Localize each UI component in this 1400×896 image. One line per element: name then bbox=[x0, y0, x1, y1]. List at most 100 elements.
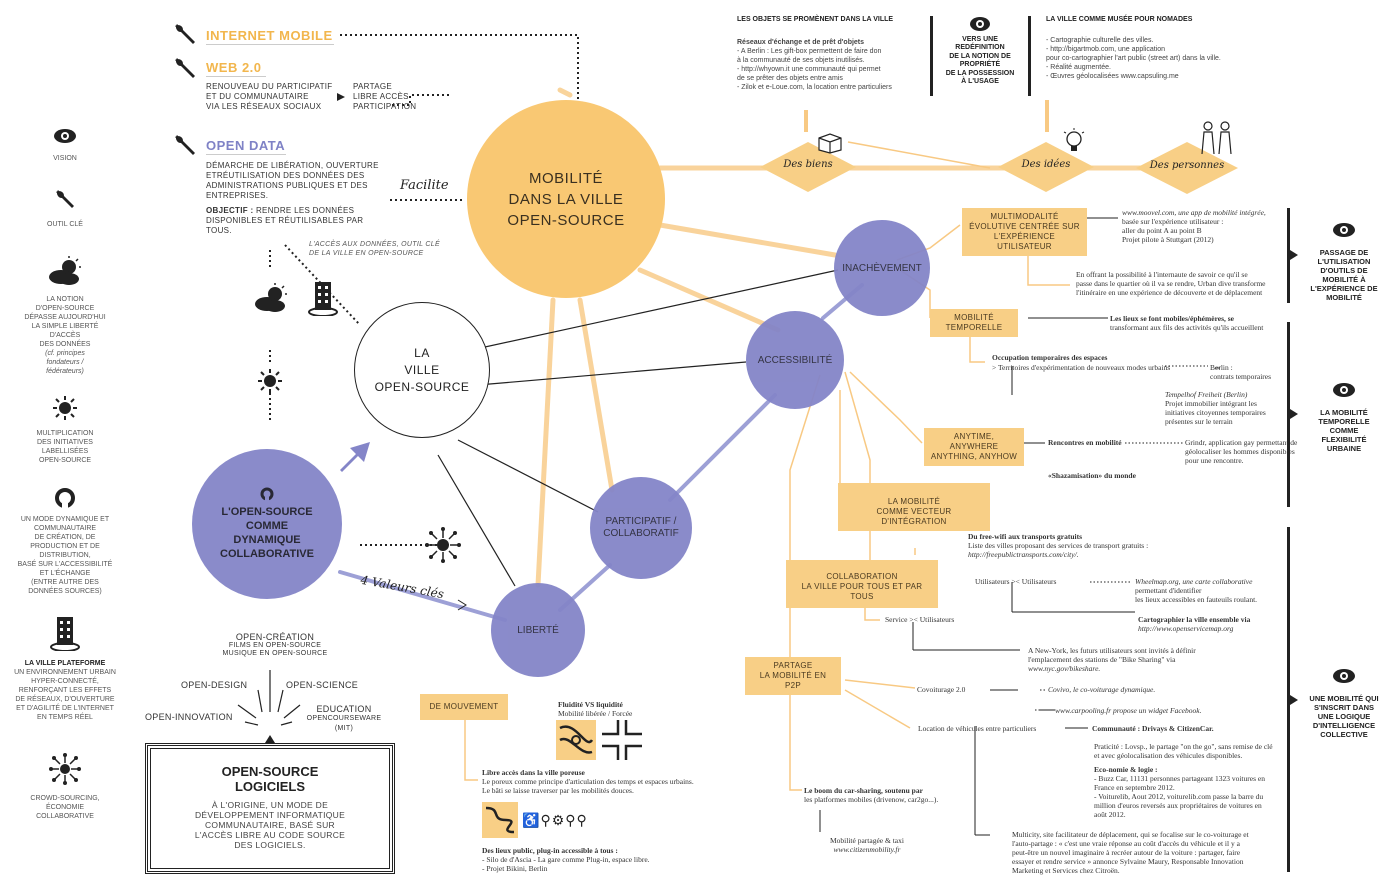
communaute-note: Communauté : Drivays & CitizenCar. bbox=[1092, 724, 1214, 733]
cloud-sun-icon bbox=[255, 283, 287, 312]
moovel-line: Projet pilote à Stuttgart (2012) bbox=[1122, 235, 1214, 244]
newyork-line: l'emplacement des stations de "Bike Shar… bbox=[1028, 655, 1176, 664]
multiplication-line: DES INITIATIVES bbox=[37, 439, 93, 446]
liberte-circle: LIBERTÉ bbox=[491, 583, 585, 677]
vers-line: À L'USAGE bbox=[961, 78, 999, 85]
urban-note: En offrant la possibilité à l'internaute… bbox=[1076, 270, 1266, 297]
notion-line: DÉPASSE AUJOURD'HUI bbox=[24, 314, 106, 321]
passage-line: MOBILITÉ bbox=[1326, 293, 1362, 302]
multicity-line: peut-être un nouvel imaginaire à recréer… bbox=[1012, 848, 1241, 857]
carpooling-note: www.carpooling.fr propose un widget Face… bbox=[1055, 706, 1202, 715]
separator-bar bbox=[1287, 208, 1290, 303]
partage-line: PARTICIPATION bbox=[353, 102, 417, 111]
cloud-sun-icon bbox=[49, 256, 81, 285]
multimodalite-line: ÉVOLUTIVE CENTRÉE SUR bbox=[969, 222, 1080, 231]
ville-circle: LA VILLE OPEN-SOURCE bbox=[354, 302, 490, 438]
free-wifi-line: Liste des villes proposant des services … bbox=[968, 541, 1149, 550]
urban-line: passe dans le quartier où il va se rendr… bbox=[1076, 279, 1266, 288]
open-data-desc: DÉMARCHE DE LIBÉRATION, OUVERTURE ETRÉUT… bbox=[206, 161, 379, 236]
personnes-label: Des personnes bbox=[1149, 160, 1225, 171]
skate-icon: ⚲ bbox=[576, 812, 588, 828]
economie-line: - Voiturelib, Aout 2012, voiturelib.com … bbox=[1094, 792, 1264, 801]
mobilite-line: OPEN-SOURCE bbox=[507, 211, 625, 229]
grindr-line: Grindr, application gay permettant de bbox=[1185, 438, 1298, 447]
wheelchair-icon: ♿ bbox=[522, 812, 541, 828]
mobilite-taxi-line: Mobilité partagée & taxi bbox=[830, 836, 904, 845]
anytime-tag: ANYTIME, ANYWHERE ANYTHING, ANYHOW bbox=[924, 428, 1024, 466]
multicity-line: Multicity, site facilitateur de déplacem… bbox=[1012, 830, 1249, 839]
crowd-line: COLLABORATIVE bbox=[36, 813, 94, 820]
grindr-line: géolocaliser les hommes disponibles bbox=[1185, 447, 1295, 456]
carsharing-line: les platformes mobiles (drivenow, car2go… bbox=[804, 795, 939, 804]
objets-sub: Réseaux d'échange et de prêt d'objets bbox=[737, 39, 865, 46]
wrench-icon bbox=[175, 135, 195, 155]
arrow-right-icon bbox=[1290, 695, 1298, 705]
biens-label: Des biens bbox=[783, 159, 833, 170]
network-icon bbox=[425, 527, 461, 563]
flow-icon bbox=[556, 720, 596, 760]
objets-line: - Zilok et e-Loue.com, la location entre… bbox=[737, 84, 892, 91]
cartographier-line: Cartographier la ville ensemble via bbox=[1138, 615, 1251, 624]
legend-crowd: CROWD-SOURCING, ÉCONOMIE COLLABORATIVE bbox=[0, 752, 130, 821]
open-creation-sub: MUSIQUE EN OPEN-SOURCE bbox=[222, 650, 328, 657]
people-icon bbox=[1201, 121, 1232, 155]
libre-acces-line: Le bâti se laisse traverser par les mobi… bbox=[482, 786, 634, 795]
building-icon bbox=[50, 617, 80, 651]
wrench-icon bbox=[175, 58, 195, 78]
eye-icon bbox=[970, 17, 990, 31]
facilite-label: Facilite bbox=[400, 178, 449, 193]
eye-icon bbox=[1333, 223, 1355, 237]
moovel-line: www.moovel.com, une app de mobilité inté… bbox=[1122, 208, 1266, 217]
open-creation-sub: FILMS EN OPEN-SOURCE bbox=[228, 642, 322, 649]
logiciels-desc: DES LOGICIELS. bbox=[234, 840, 306, 850]
triangle-up-icon bbox=[265, 735, 275, 743]
multiplication-line: MULTIPLICATION bbox=[36, 430, 94, 437]
notion-line: D'OPEN-SOURCE bbox=[35, 305, 95, 312]
passage-line: L'UTILISATION bbox=[1317, 257, 1371, 266]
mode-line: UN MODE DYNAMIQUE ET bbox=[20, 516, 110, 523]
musee-line: pour co-cartographier l'art public (stre… bbox=[1046, 55, 1221, 62]
legend-notion: LA NOTION D'OPEN-SOURCE DÉPASSE AUJOURD'… bbox=[0, 255, 130, 376]
intelligence-line: D'INTELLIGENCE bbox=[1312, 721, 1376, 730]
tempelhof-line: présentes sur le terrain bbox=[1165, 417, 1233, 426]
open-data-line: ADMINISTRATIONS PUBLIQUES ET DES bbox=[206, 181, 368, 190]
vers-line: DE LA POSSESSION bbox=[945, 69, 1015, 77]
acces-note: L'ACCÈS AUX DONNÉES, OUTIL CLÉ DE LA VIL… bbox=[309, 240, 440, 258]
legend-outil-label: OUTIL CLÉ bbox=[47, 221, 83, 228]
mode-line: PRODUCTION ET DE bbox=[30, 543, 100, 550]
web20-title: WEB 2.0 bbox=[206, 60, 262, 75]
web20-desc-line: VIA LES RÉSEAUX SOCIAUX bbox=[206, 102, 322, 111]
notion-line: LA SIMPLE LIBERTÉ bbox=[31, 323, 99, 330]
inachevement-circle: INACHÈVEMENT bbox=[834, 220, 930, 316]
diamond-biens bbox=[760, 142, 856, 192]
libre-acces-line: Libre accès dans la ville poreuse bbox=[482, 768, 585, 777]
legend-plateforme: LA VILLE PLATEFORME UN ENVIRONNEMENT URB… bbox=[0, 615, 130, 722]
objets-text: Réseaux d'échange et de prêt d'objets - … bbox=[737, 38, 892, 92]
plateforme-line: UN ENVIRONNEMENT URBAIN bbox=[14, 669, 116, 676]
partage-line: LIBRE ACCÈS bbox=[353, 92, 409, 101]
libre-acces-line: Le poreux comme principe d'articulation … bbox=[482, 777, 694, 786]
passage-line: MOBILITÉ À bbox=[1322, 275, 1366, 284]
separator-bar bbox=[1287, 322, 1290, 507]
legend-vision-label: VISION bbox=[53, 155, 77, 162]
open-source-line: COMME bbox=[245, 520, 289, 532]
temporelle-line: TEMPORELLE bbox=[1318, 417, 1370, 426]
objectif-line: RENDRE LES DONNÉES bbox=[255, 206, 355, 215]
temporelle-line: COMME bbox=[1329, 426, 1359, 435]
passage-block: PASSAGE DE L'UTILISATION D'OUTILS DE MOB… bbox=[1294, 222, 1394, 302]
objectif-label: OBJECTIF : bbox=[206, 206, 254, 215]
economie-line: Eco-nomie & logie : bbox=[1094, 765, 1158, 774]
open-science: OPEN-SCIENCE bbox=[286, 680, 359, 690]
temporelle-line: URBAINE bbox=[1326, 444, 1362, 453]
intelligence-block: UNE MOBILITÉ QUI S'INSCRIT DANS UNE LOGI… bbox=[1294, 668, 1394, 739]
vers-line: PROPRIÉTÉ bbox=[959, 61, 1001, 68]
territoires-note: > Territoires d'expérimentation de nouve… bbox=[992, 363, 1171, 372]
free-wifi-line: http://freepublictransports.com/city/. bbox=[968, 550, 1079, 559]
notion-line: D'ACCÈS bbox=[49, 332, 81, 339]
triangle-right-icon bbox=[337, 93, 345, 101]
mouvement-tag: DE MOUVEMENT bbox=[420, 694, 508, 720]
multicity-note: Multicity, site facilitateur de déplacem… bbox=[1012, 830, 1249, 875]
cartographier-note: Cartographier la ville ensemble via http… bbox=[1138, 615, 1250, 633]
lieux-note: Les lieux se font mobiles/éphémères, se … bbox=[1110, 314, 1263, 332]
multicity-line: Marketing et Services chez Citroën. bbox=[1012, 866, 1120, 875]
